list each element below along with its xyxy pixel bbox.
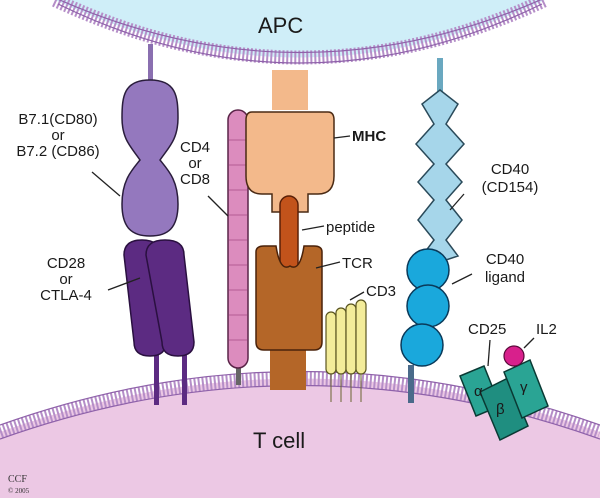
gamma-label: γ <box>520 379 528 396</box>
apc-cell <box>52 0 548 65</box>
cd4-molecule <box>227 109 249 385</box>
svg-text:or: or <box>51 127 64 144</box>
cd3-complex <box>325 299 367 402</box>
cd40-label: CD40 (CD154) <box>482 161 539 196</box>
cd28-molecule <box>123 239 195 405</box>
cd25-label: CD25 <box>468 321 506 338</box>
svg-text:or: or <box>188 155 201 172</box>
cd28-label: CD28 or CTLA-4 <box>40 255 92 304</box>
b7-label: B7.1(CD80) or B7.2 (CD86) <box>16 111 99 160</box>
cd25-receptor: α β γ <box>459 345 549 442</box>
beta-label: β <box>496 401 505 418</box>
t-cell-label: T cell <box>253 428 305 453</box>
cd25-gamma-chain <box>503 358 549 420</box>
mhc-transmembrane <box>272 70 308 110</box>
leader-lines <box>91 135 535 367</box>
cd40-chain <box>414 89 466 263</box>
t-cell-cytoplasm <box>0 378 600 498</box>
cd3-label: CD3 <box>366 283 396 300</box>
cd4-label: CD4 or CD8 <box>180 139 210 188</box>
svg-text:(CD154): (CD154) <box>482 179 539 196</box>
apc-membrane <box>52 0 548 65</box>
svg-text:CTLA-4: CTLA-4 <box>40 287 92 304</box>
cd25-beta-chain <box>479 376 529 442</box>
peptide <box>279 195 299 273</box>
cd4-chain <box>227 109 249 369</box>
svg-text:CD40: CD40 <box>486 251 524 268</box>
b7-molecule <box>121 44 179 237</box>
svg-text:CD8: CD8 <box>180 171 210 188</box>
tcr-label: TCR <box>342 255 373 272</box>
svg-text:CD4: CD4 <box>180 139 210 156</box>
svg-text:ligand: ligand <box>485 269 525 286</box>
svg-text:or: or <box>59 271 72 288</box>
svg-text:B7.1(CD80): B7.1(CD80) <box>18 111 97 128</box>
il2-ligand <box>503 345 525 367</box>
svg-text:CD28: CD28 <box>47 255 85 272</box>
alpha-label: α <box>474 383 483 400</box>
credit-year: © 2005 <box>8 487 30 495</box>
mhc-molecule <box>245 70 335 213</box>
svg-text:B7.2 (CD86): B7.2 (CD86) <box>16 143 99 160</box>
cd40-ligand-molecule <box>400 248 450 403</box>
cd40-ligand-label: CD40 ligand <box>485 251 525 286</box>
cd40-molecule <box>414 58 466 263</box>
tcr-molecule <box>255 245 323 390</box>
peptide-label: peptide <box>326 219 375 236</box>
tcr-body <box>255 245 323 351</box>
cd28-chain-right <box>145 239 195 357</box>
apc-label: APC <box>258 13 303 38</box>
b7-domains <box>121 79 179 237</box>
peptide-chain <box>279 195 299 273</box>
credit-name: CCF <box>8 474 27 485</box>
mhc-label: MHC <box>352 128 386 145</box>
svg-text:CD40: CD40 <box>491 161 529 178</box>
il2-label: IL2 <box>536 321 557 338</box>
